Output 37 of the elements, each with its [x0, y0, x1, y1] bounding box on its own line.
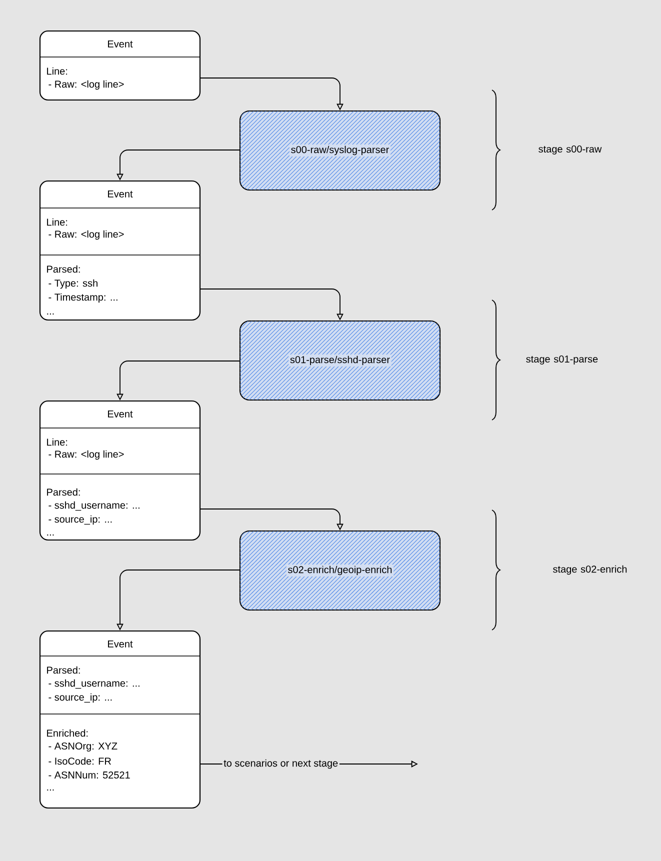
field-line: Parsed: — [47, 265, 80, 273]
field-line: ... — [47, 789, 54, 791]
parser-box: s01-parse/sshd-parser — [288, 354, 392, 366]
field-line: Parsed: — [47, 666, 80, 674]
field-line: Line: — [47, 67, 68, 75]
field-line: ... — [47, 313, 54, 315]
stage-label: stage s02-enrich — [553, 565, 627, 575]
field-line: - Timestamp: ... — [48, 293, 118, 303]
field-line: - IsoCode: FR — [48, 757, 111, 765]
event-card — [39, 30, 201, 101]
field-line: Parsed: — [47, 488, 80, 496]
event-card — [39, 400, 201, 541]
field-line: - Raw: <log line> — [48, 80, 124, 90]
field-line: - Type: ssh — [48, 279, 98, 289]
field-line: - source_ip: ... — [48, 693, 112, 703]
card-heading: Event — [108, 40, 133, 48]
parser-box: s02-enrich/geoip-enrich — [286, 564, 394, 576]
field-line: Line: — [47, 438, 68, 446]
field-line: - ASNNum: 52521 — [48, 771, 130, 779]
field-line: ... — [47, 534, 54, 536]
field-line: - sshd_username: ... — [48, 501, 140, 511]
field-line: Enriched: — [47, 729, 88, 737]
card-heading: Event — [108, 410, 133, 418]
card-heading: Event — [108, 640, 133, 648]
event-card — [39, 180, 201, 321]
field-line: Line: — [47, 218, 68, 226]
edge-label: to scenarios or next stage — [222, 758, 340, 770]
parser-box: s00-raw/syslog-parser — [289, 144, 391, 156]
card-heading: Event — [108, 190, 133, 198]
event-card — [39, 630, 201, 809]
field-line: - Raw: <log line> — [48, 230, 124, 240]
field-line: - sshd_username: ... — [48, 679, 140, 689]
stage-label: stage s00-raw — [538, 145, 602, 155]
field-line: - ASNOrg: XYZ — [48, 742, 118, 752]
field-line: - Raw: <log line> — [48, 450, 124, 460]
field-line: - source_ip: ... — [48, 515, 112, 525]
stage-label: stage s01-parse — [526, 355, 598, 365]
